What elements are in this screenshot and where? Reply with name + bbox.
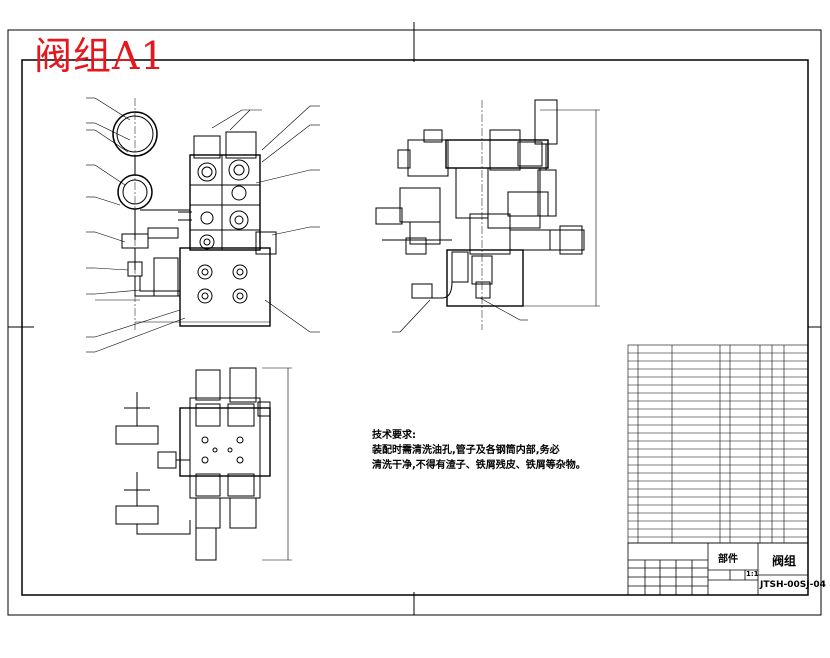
front-view — [86, 97, 320, 353]
outer-border — [7, 22, 822, 616]
title-block — [627, 542, 809, 596]
title-block-name: 阀组 — [772, 554, 797, 568]
inner-frame — [21, 59, 809, 596]
tech-req-line-2: 清洗干净,不得有渣子、铁屑残皮、铁屑等杂物。 — [372, 460, 586, 471]
drawing-stamp-title: 阀组A1 — [34, 34, 166, 78]
tech-req-heading: 技术要求: — [372, 430, 416, 441]
title-block-drawing-number: JTSH-00SJ-04 — [760, 580, 826, 590]
side-view — [375, 99, 600, 333]
technical-requirements: 技术要求: 装配时需清洗油孔,管子及各钢筒内部,务必 清洗干净,不得有渣子、铁屑… — [372, 428, 612, 473]
tech-req-line-1: 装配时需清洗油孔,管子及各钢筒内部,务必 — [372, 445, 560, 456]
title-block-assembly-label: 部件 — [718, 554, 738, 565]
parts-list — [627, 344, 809, 544]
title-block-scale: 1:1 — [746, 570, 759, 578]
top-view — [115, 367, 292, 561]
